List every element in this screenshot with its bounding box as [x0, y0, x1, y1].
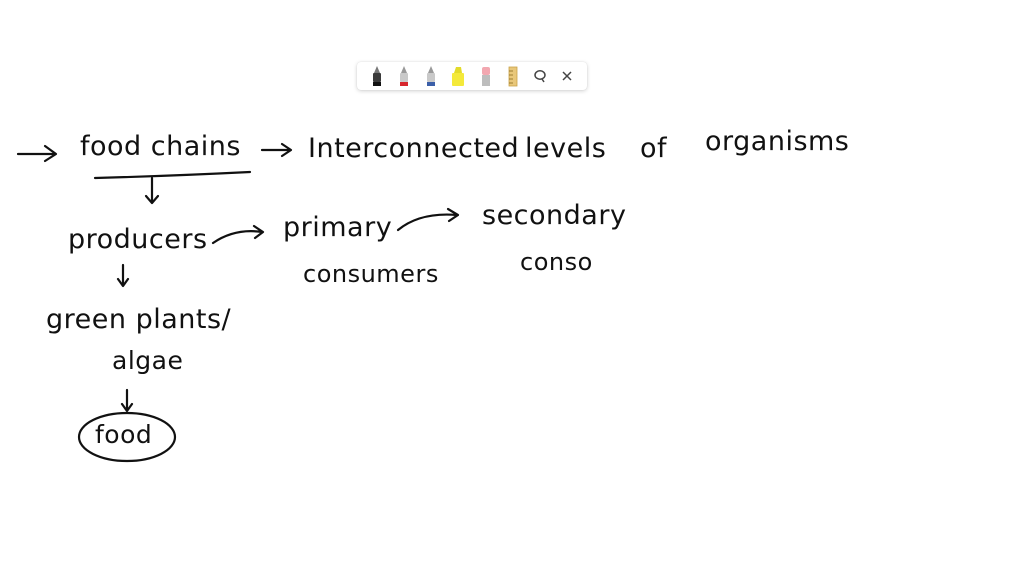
note-producers: producers: [68, 224, 208, 255]
arrow-start-icon: [16, 144, 58, 163]
note-organisms: organisms: [705, 126, 850, 157]
black-marker-icon[interactable]: [366, 64, 388, 88]
ruler-icon[interactable]: [502, 64, 524, 88]
yellow-highlighter-icon[interactable]: [447, 64, 469, 88]
note-algae: algae: [112, 346, 184, 375]
note-green-plants: green plants/: [46, 304, 232, 335]
arrow-producers-primary-icon: [211, 224, 265, 245]
arrow-down-algae-icon: [120, 388, 134, 413]
arrow-down-food-chains-icon: [144, 176, 160, 205]
note-conso: conso: [520, 248, 593, 276]
note-consumers: consumers: [303, 260, 439, 288]
note-food: food: [95, 420, 153, 449]
eraser-icon[interactable]: [475, 64, 497, 88]
note-interconnected: Interconnected: [308, 133, 520, 164]
arrow-chains-interconnected-icon: [260, 142, 293, 158]
note-food-chains: food chains: [80, 131, 241, 162]
note-secondary: secondary: [482, 200, 627, 231]
lasso-icon[interactable]: [529, 64, 551, 88]
underline-food-chains: [93, 170, 252, 180]
red-marker-icon[interactable]: [393, 64, 415, 88]
note-levels: levels: [525, 133, 607, 164]
close-icon[interactable]: [556, 64, 578, 88]
arrow-primary-secondary-icon: [396, 207, 460, 232]
arrow-down-producers-icon: [116, 263, 130, 288]
drawing-toolbar: [357, 62, 587, 90]
note-primary: primary: [283, 212, 393, 243]
blue-marker-icon[interactable]: [420, 64, 442, 88]
note-of: of: [640, 133, 668, 164]
